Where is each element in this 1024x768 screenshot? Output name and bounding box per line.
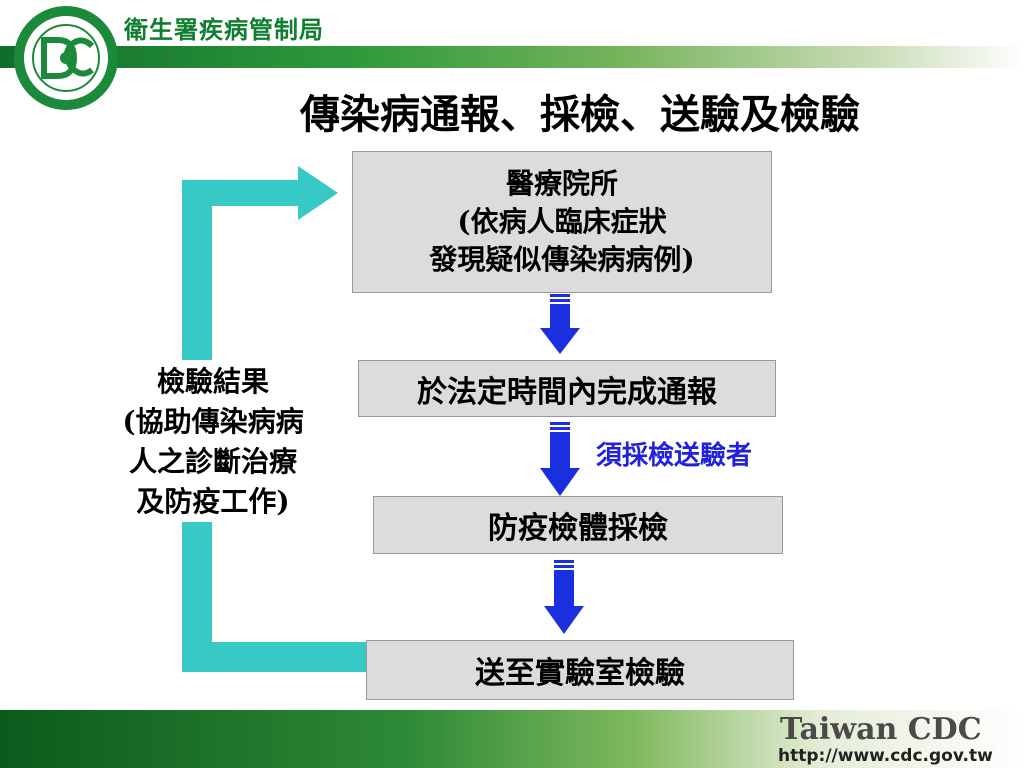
feedback-loop-arrow: [182, 166, 368, 672]
header-green-bar: [0, 46, 1024, 68]
footer-url: http://www.cdc.gov.tw: [778, 746, 993, 766]
feedback-arrow-upper-leg: [182, 180, 212, 360]
cdc-logo-icon: [14, 6, 118, 110]
down-arrow-icon-2: [540, 422, 580, 496]
hospital-box-line1: 醫療院所: [505, 167, 618, 200]
feedback-arrow-bottom-leg: [182, 642, 368, 672]
lab-box: 送至實驗室檢驗: [366, 640, 794, 700]
org-name: 衛生署疾病管制局: [124, 16, 324, 44]
feedback-line4: 及防疫工作): [136, 485, 290, 518]
feedback-arrowhead: [298, 166, 338, 220]
down-arrow-icon-3: [544, 560, 584, 634]
down-arrow-icon-1: [540, 294, 580, 354]
feedback-arrow-top-leg: [182, 180, 298, 206]
feedback-arrow-lower-leg: [182, 522, 212, 672]
header-band: [0, 0, 1024, 46]
hospital-box: 醫療院所 (依病人臨床症狀 發現疑似傳染病病例): [352, 151, 772, 293]
feedback-line1: 檢驗結果: [156, 365, 269, 398]
feedback-text: 檢驗結果 (協助傳染病病 人之診斷治療 及防疫工作): [88, 362, 338, 522]
hospital-box-line3: 發現疑似傳染病病例): [429, 243, 695, 276]
slide-title: 傳染病通報、採檢、送驗及檢驗: [300, 91, 860, 138]
footer-brand: Taiwan CDC: [780, 712, 982, 747]
report-box: 於法定時間內完成通報: [358, 360, 776, 417]
feedback-line2: (協助傳染病病: [122, 405, 304, 438]
feedback-line3: 人之診斷治療: [128, 445, 297, 478]
footer-band: [0, 710, 1024, 768]
hospital-box-line2: (依病人臨床症狀: [457, 205, 667, 238]
specimen-note: 須採檢送驗者: [596, 441, 753, 471]
specimen-box: 防疫檢體採檢: [373, 496, 783, 554]
